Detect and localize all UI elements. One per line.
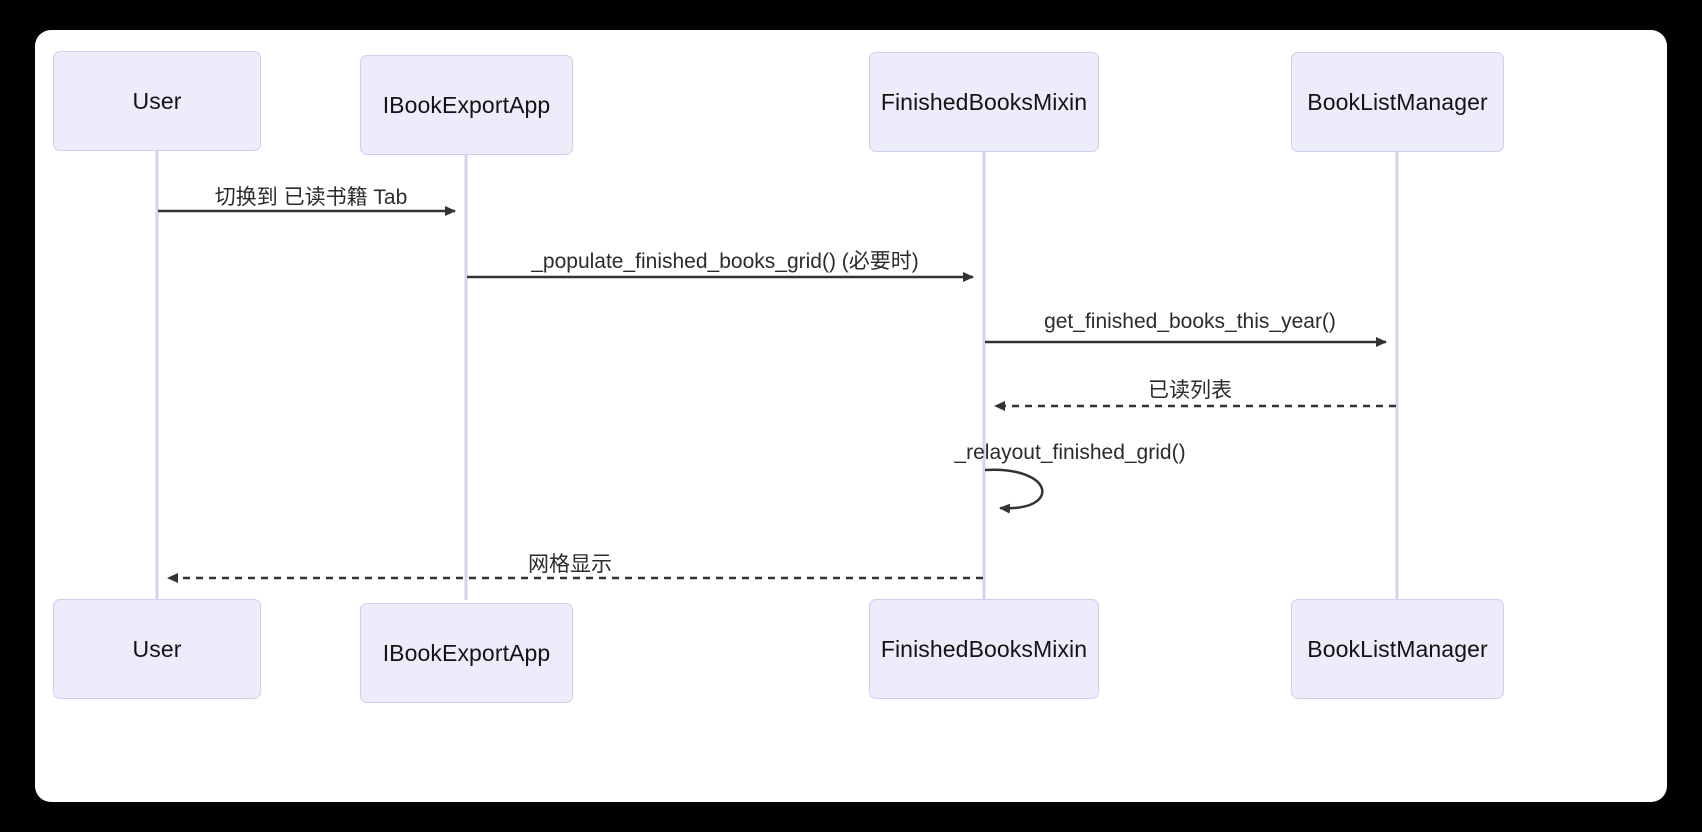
participant-box-finishedbooksmixin-bottom[interactable]: FinishedBooksMixin xyxy=(869,599,1099,699)
participant-label-user-top: User xyxy=(132,87,182,114)
participant-label-user-bottom: User xyxy=(132,635,182,662)
participant-box-booklistmanager-bottom[interactable]: BookListManager xyxy=(1291,599,1504,699)
participant-box-user-top[interactable]: User xyxy=(53,51,261,151)
participant-box-ibookexportapp-bottom[interactable]: IBookExportApp xyxy=(360,603,573,703)
participant-box-booklistmanager-top[interactable]: BookListManager xyxy=(1291,52,1504,152)
participant-label-finishedbooksmixin-top: FinishedBooksMixin xyxy=(880,88,1088,115)
participant-box-ibookexportapp-top[interactable]: IBookExportApp xyxy=(360,55,573,155)
message-label-switch-to-finished-books-tab: 切换到 已读书籍 Tab xyxy=(214,186,408,209)
participant-label-booklistmanager-bottom: BookListManager xyxy=(1307,635,1488,662)
message-label-finished-list-return: 已读列表 xyxy=(1148,379,1232,402)
message-label-get-finished-books-this-year: get_finished_books_this_year() xyxy=(1044,310,1336,333)
participant-box-finishedbooksmixin-top[interactable]: FinishedBooksMixin xyxy=(869,52,1099,152)
participant-label-booklistmanager-top: BookListManager xyxy=(1307,88,1488,115)
message-label-populate-finished-books-grid: _populate_finished_books_grid() (必要时) xyxy=(531,250,919,273)
participant-label-ibookexportapp-bottom: IBookExportApp xyxy=(382,639,551,666)
message-label-relayout-finished-grid: _relayout_finished_grid() xyxy=(954,441,1186,464)
participant-label-ibookexportapp-top: IBookExportApp xyxy=(382,91,551,118)
message-label-grid-display-return: 网格显示 xyxy=(528,553,612,576)
participant-label-finishedbooksmixin-bottom: FinishedBooksMixin xyxy=(880,635,1088,662)
participant-box-user-bottom[interactable]: User xyxy=(53,599,261,699)
